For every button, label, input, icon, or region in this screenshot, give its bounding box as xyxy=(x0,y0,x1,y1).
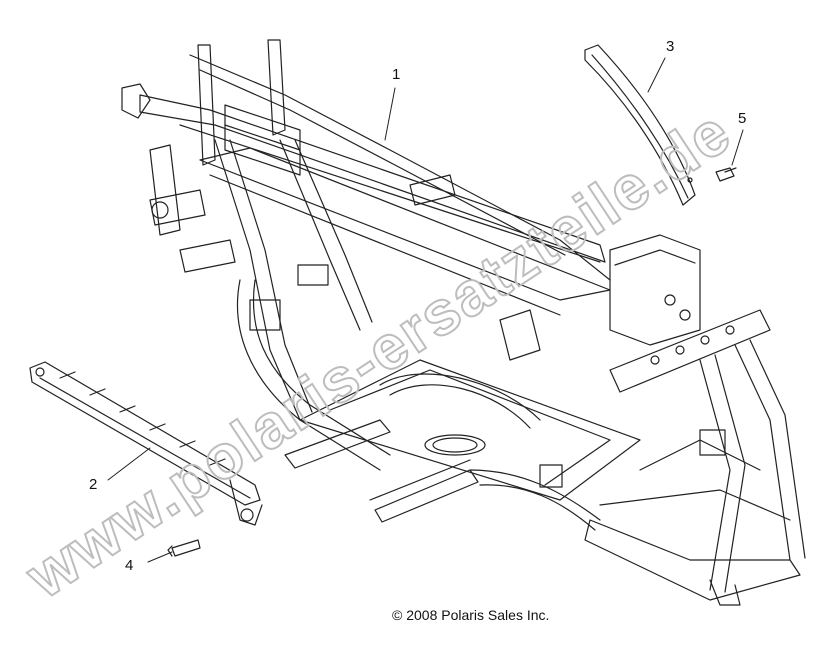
bolt-part-4 xyxy=(167,539,201,557)
leader-5 xyxy=(731,129,744,166)
leader-4 xyxy=(147,551,173,563)
callout-1: 1 xyxy=(392,66,401,83)
copyright-notice: © 2008 Polaris Sales Inc. xyxy=(392,607,550,623)
leader-2 xyxy=(107,447,151,481)
leader-1 xyxy=(384,87,396,141)
main-frame xyxy=(121,39,806,606)
curved-bar xyxy=(584,44,696,206)
callout-2: 2 xyxy=(89,476,98,493)
leader-3 xyxy=(647,57,666,93)
crossmember-rail xyxy=(29,361,263,526)
leader-lines xyxy=(107,57,744,563)
callout-3: 3 xyxy=(666,38,675,55)
callout-4: 4 xyxy=(125,557,134,574)
callout-5: 5 xyxy=(738,110,747,127)
bolt-part-5 xyxy=(715,167,737,182)
